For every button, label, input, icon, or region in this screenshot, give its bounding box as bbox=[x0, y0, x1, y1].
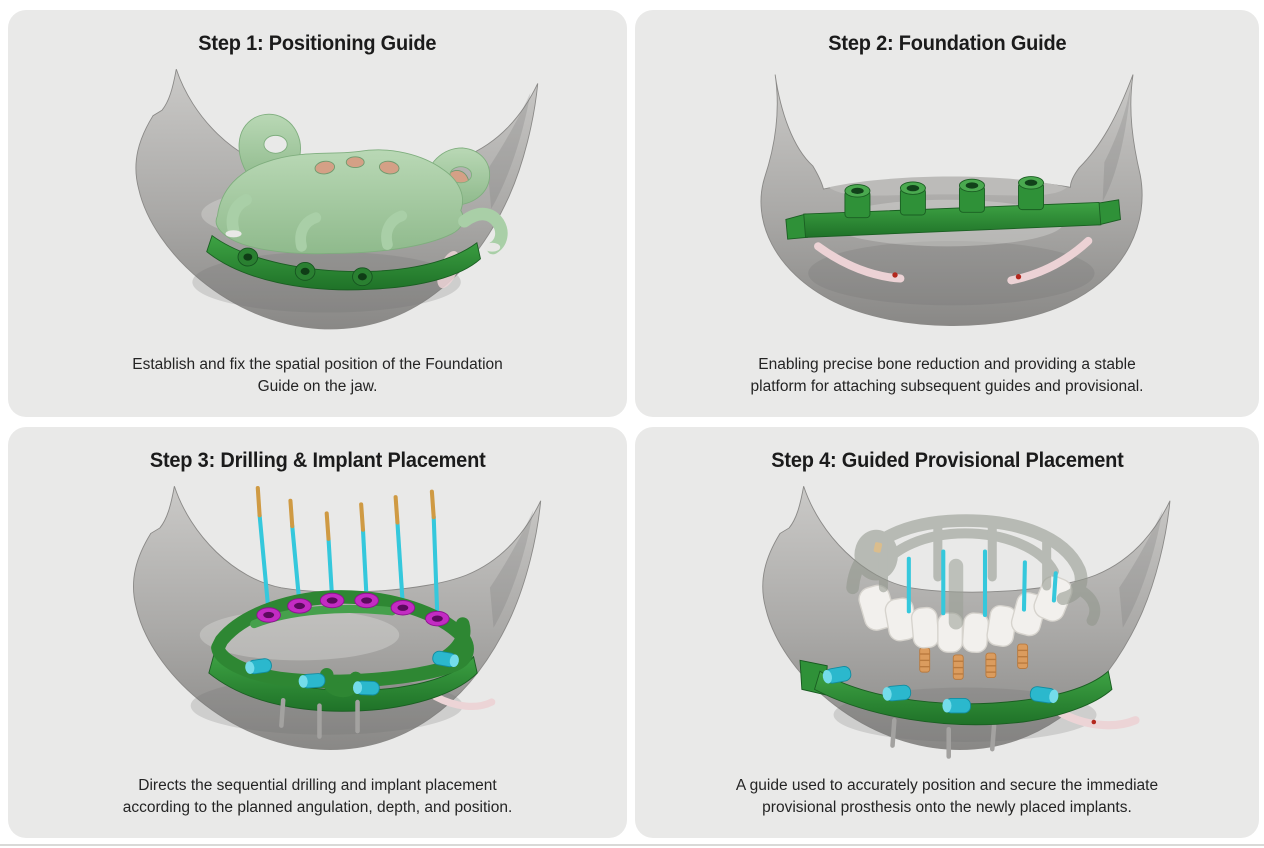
step-1-caption: Establish and fix the spatial position o… bbox=[132, 354, 503, 397]
mandible-with-positioning-guide bbox=[135, 68, 539, 330]
caption-line: provisional prosthesis onto the newly pl… bbox=[762, 798, 1132, 816]
anchor-pins-gray bbox=[278, 698, 360, 739]
nerve-canal bbox=[431, 693, 496, 711]
caption-line: Enabling precise bone reduction and prov… bbox=[758, 356, 1136, 374]
nerve-canals bbox=[814, 236, 1093, 285]
guided-provisional-frame bbox=[846, 514, 1101, 630]
step-3-illustration bbox=[8, 473, 627, 775]
caption-line: A guide used to accurately position and … bbox=[735, 777, 1159, 795]
caption-line: Establish and fix the spatial position o… bbox=[132, 356, 503, 374]
anchor-pins-gray bbox=[890, 717, 997, 759]
implant-abutments-orange bbox=[919, 643, 1029, 680]
step-4-caption: A guide used to accurately position and … bbox=[736, 775, 1158, 818]
panel-step-4: Step 4: Guided Provisional Placement bbox=[635, 427, 1259, 838]
reduced-bone-plateau bbox=[828, 176, 1067, 196]
step-1-illustration bbox=[8, 56, 627, 354]
drill-sleeves-magenta bbox=[256, 592, 450, 627]
guide-pins-cyan-vertical bbox=[906, 549, 1058, 618]
panel-step-1: Step 1: Positioning Guide bbox=[8, 10, 627, 417]
drill-pins bbox=[255, 486, 440, 619]
fixation-pins-cyan bbox=[822, 666, 1059, 714]
fixation-holes bbox=[237, 247, 373, 287]
nerve-canal bbox=[1057, 708, 1140, 730]
step-1-title: Step 1: Positioning Guide bbox=[198, 32, 437, 55]
caption-line: platform for attaching subsequent guides… bbox=[750, 377, 1144, 395]
jaw-bone bbox=[760, 74, 1143, 326]
foundation-guide-bar bbox=[799, 659, 1113, 726]
step-2-illustration bbox=[635, 56, 1259, 354]
fixation-pins-cyan bbox=[245, 650, 459, 696]
panel-grid: Step 1: Positioning Guide bbox=[8, 10, 1259, 838]
panel-step-2: Step 2: Foundation Guide bbox=[635, 10, 1259, 417]
mandible-with-foundation-guide bbox=[760, 74, 1143, 326]
mandible-with-drill-guide-and-implants bbox=[132, 486, 542, 750]
positioning-guide bbox=[215, 113, 508, 255]
foundation-guide-bar bbox=[785, 176, 1122, 240]
mandible-with-provisional-prosthesis-guide bbox=[762, 486, 1171, 759]
step-4-title: Step 4: Guided Provisional Placement bbox=[770, 449, 1124, 472]
guide-sleeve-cylinders bbox=[844, 176, 1045, 219]
caption-line: according to the planned angulation, dep… bbox=[122, 798, 513, 816]
panel-step-3: Step 3: Drilling & Implant Placement bbox=[8, 427, 627, 838]
foundation-guide-bar bbox=[206, 234, 481, 291]
caption-line: Guide on the jaw. bbox=[257, 377, 378, 395]
step-2-title: Step 2: Foundation Guide bbox=[827, 32, 1067, 55]
step-4-illustration bbox=[635, 473, 1259, 775]
caption-line: Directs the sequential drilling and impl… bbox=[138, 777, 497, 795]
cropped-next-row-edge bbox=[0, 844, 1264, 846]
step-3-caption: Directs the sequential drilling and impl… bbox=[123, 775, 513, 818]
step-3-title: Step 3: Drilling & Implant Placement bbox=[149, 449, 486, 472]
step-2-caption: Enabling precise bone reduction and prov… bbox=[751, 354, 1144, 397]
